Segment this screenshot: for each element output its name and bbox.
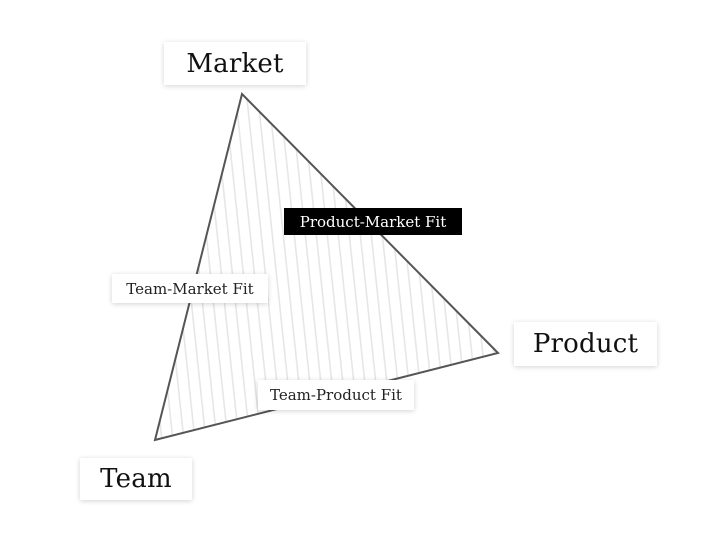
vertex-team-label: Team	[80, 458, 192, 500]
hatch-line	[80, 80, 120, 460]
hatch-line	[542, 80, 582, 460]
hatch-line	[464, 94, 498, 440]
vertex-market-label: Market	[164, 42, 306, 85]
hatch-line	[520, 80, 560, 460]
hatch-line	[553, 80, 593, 460]
hatch-line	[475, 94, 498, 440]
hatch-line	[155, 94, 187, 440]
hatch-line	[102, 80, 142, 460]
hatch-line	[189, 94, 231, 440]
hatch-line	[420, 94, 462, 440]
edge-team-product-fit-label: Team-Product Fit	[258, 380, 414, 410]
hatch-line	[564, 80, 604, 460]
hatch-line	[178, 94, 220, 440]
hatch-line	[113, 80, 153, 460]
hatch-line	[155, 94, 176, 440]
vertex-product-label: Product	[514, 322, 657, 366]
hatch-line	[608, 80, 648, 460]
hatch-line	[619, 80, 659, 460]
hatch-line	[575, 80, 615, 460]
hatch-line	[509, 80, 549, 460]
hatch-line	[431, 94, 473, 440]
hatch-line	[486, 94, 498, 440]
hatch-line	[200, 94, 242, 440]
hatch-line	[155, 94, 165, 440]
hatch-line	[597, 80, 637, 460]
hatch-line	[531, 80, 571, 460]
hatch-line	[156, 94, 198, 440]
hatch-line	[586, 80, 626, 460]
hatch-line	[222, 94, 264, 440]
hatch-line	[442, 94, 484, 440]
edge-team-market-fit-label: Team-Market Fit	[112, 274, 268, 303]
hatch-line	[167, 94, 209, 440]
edge-product-market-fit-label: Product-Market Fit	[284, 208, 462, 235]
hatch-line	[497, 94, 498, 440]
hatch-line	[453, 94, 495, 440]
hatch-line	[91, 80, 131, 460]
